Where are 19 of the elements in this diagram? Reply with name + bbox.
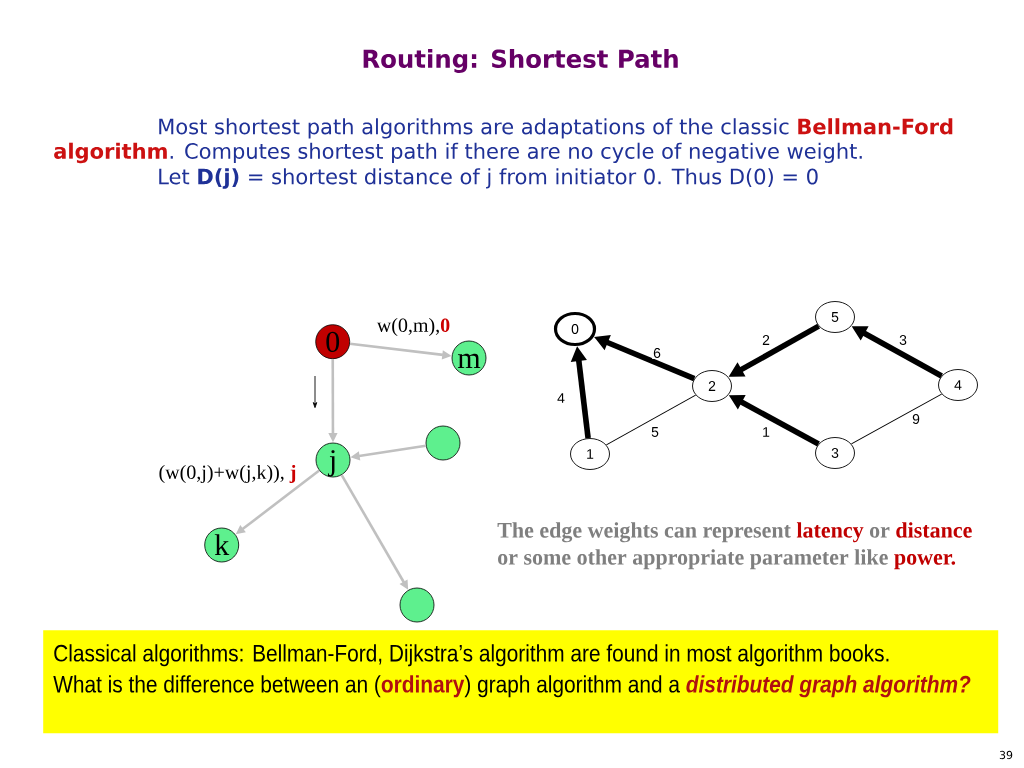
intro-text: Let D(j) = shortest distance of j from initiator 0. Thus D(0) = 0 (159, 168, 818, 189)
edge-label: 6 (652, 347, 662, 359)
edge-label: 1 (761, 426, 771, 438)
intro-text: Most shortest path algorithms are adaptations of the classic Bellman-Ford algorithm. Computes shortest path if there are no cycle of negative weight. (54, 118, 953, 164)
edge-label: 4 (556, 392, 566, 404)
edge-label: 9 (911, 413, 921, 425)
edge-label: 2 (761, 334, 771, 346)
node-circle (399, 587, 435, 623)
edge-line (850, 393, 943, 445)
note-box: Classical algorithms: Bellman-Ford, Dijkstra’s algorithm are found in most algorithm books. What is the difference between an (ordinary) graph algorithm and a distributed graph algorithm? (43, 630, 999, 734)
node-circle (425, 425, 461, 461)
edge-line (605, 394, 697, 446)
edge-label: 3 (898, 334, 908, 346)
edge-label: 5 (650, 426, 660, 438)
note-text: The edge weights can represent latency or distance or some other appropriate parameter like power. (497, 522, 972, 570)
edge-label: (w(0,j)+w(j,k)), j (152, 463, 298, 485)
edge-label: w(0,m),0 (370, 316, 452, 338)
slide-title: Routing: Shortest Path (363, 49, 678, 73)
page-number: 39 (999, 750, 1013, 760)
